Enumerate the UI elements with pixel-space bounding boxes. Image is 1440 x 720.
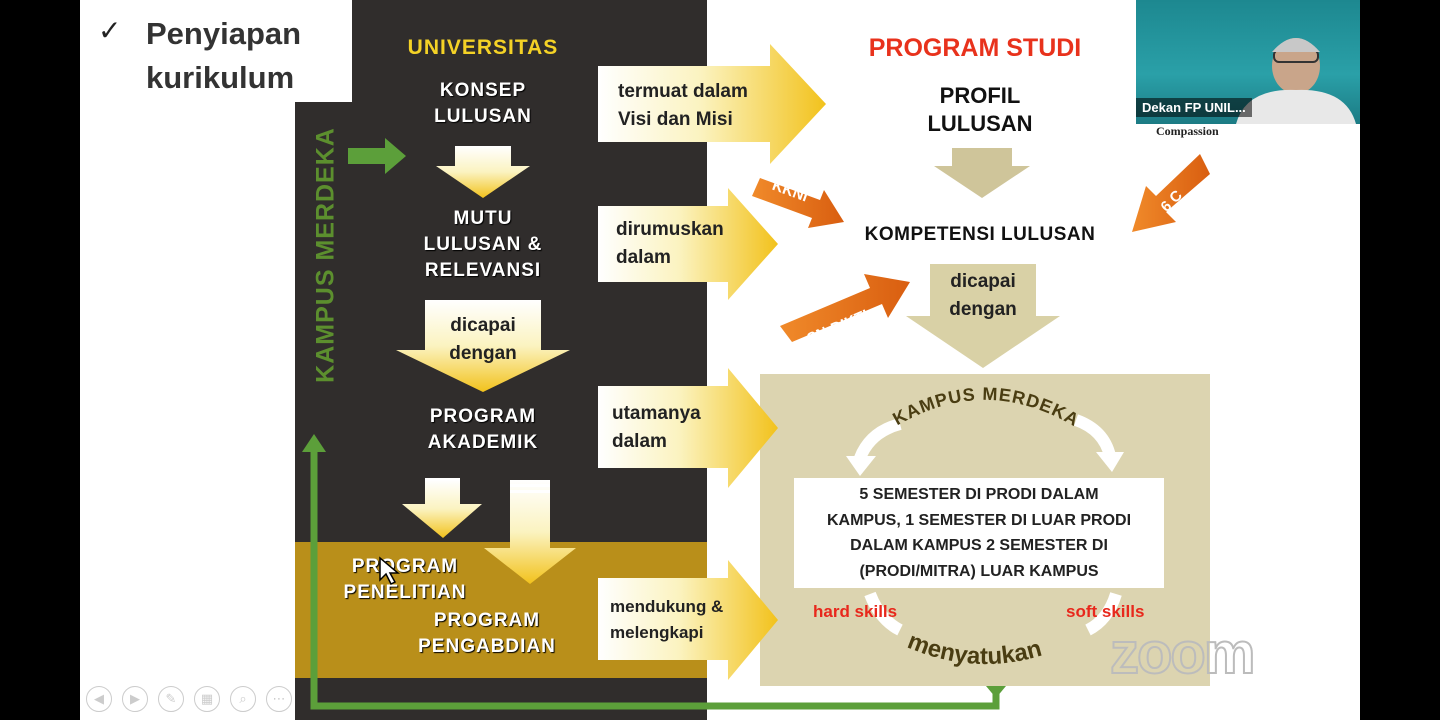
title-line-2: kurikulum [146,60,295,95]
more-options-icon[interactable]: ⋯ [266,686,292,712]
dicapai-univ-label: dicapai dengan [449,315,517,364]
participant-name: Dekan FP UNIL... [1136,98,1252,117]
utamanya-label: utamanya dalam [612,403,701,452]
six-c-arrow [1132,154,1210,232]
next-slide-icon[interactable]: ▶ [122,686,148,712]
slide-title: Penyiapan kurikulum [146,12,301,100]
kompetensi-lulusan: KOMPETENSI LULUSAN [864,224,1096,245]
konsep-lulusan: KONSEP LULUSAN [434,80,532,127]
termuat-label: termuat dalam Visi dan Misi [618,81,748,130]
title-box: ✓ Penyiapan kurikulum [80,0,352,102]
dirumuskan-label: dirumuskan dalam [616,219,724,268]
down-arrow-prodi-2 [906,264,1060,368]
hard-skills-label: hard skills [813,602,898,621]
green-arrow-in [348,138,406,174]
sn-dikti-arrow [780,274,910,342]
arrow-dirumuskan [598,188,778,300]
participant-avatar [1236,38,1356,124]
mendukung-label: mendukung & melengkapi [610,597,724,642]
soft-skills-label: soft skills [1066,602,1145,621]
semester-description: 5 SEMESTER DI PRODI DALAM KAMPUS, 1 SEME… [794,478,1164,588]
diagram-graphics: KAMPUS MERDEKA menyatukan KKNI SN-DIKTI … [302,44,1210,710]
down-arrow-1 [436,146,530,198]
down-arrow-prodi-1 [934,148,1030,198]
mouse-cursor-icon [379,556,400,586]
profil-lulusan: PROFIL LULUSAN [927,83,1033,136]
previous-slide-icon[interactable]: ◀ [86,686,112,712]
circle-arrow-right [1073,414,1116,458]
arrow-utamanya [598,368,778,488]
down-arrow-4 [484,480,576,584]
down-arrow-2 [396,300,570,392]
circle-arrow-bottom-left [864,591,903,636]
program-akademik: PROGRAM AKADEMIK [427,406,539,453]
program-studi-heading: PROGRAM STUDI [868,34,1082,62]
program-pengabdian: PROGRAM PENGABDIAN [418,610,556,657]
pen-icon[interactable]: ✎ [158,686,184,712]
zoom-watermark: zoom [1109,620,1256,687]
menyatukan-arc-text: menyatukan [904,627,1045,670]
zoom-in-icon[interactable]: ⌕ [230,686,256,712]
participant-video[interactable]: Dekan FP UNIL... [1136,0,1360,124]
arrow-termuat [598,44,826,164]
universitas-heading: UNIVERSITAS [407,36,559,59]
program-penelitian: PROGRAM PENELITIAN [343,556,467,603]
checkmark-icon: ✓ [98,14,122,47]
video-caption: Compassion [1156,124,1219,138]
circle-arrow-bottom-right [1085,592,1122,636]
down-arrow-3 [402,480,482,538]
slides-grid-icon[interactable]: ▦ [194,686,220,712]
kampus-merdeka-arc-text: KAMPUS MERDEKA [889,384,1082,430]
arrow-mendukung [598,560,778,680]
title-line-1: Penyiapan [146,16,302,51]
kkni-arrow [752,178,844,228]
circle-arrow-left [854,418,902,461]
mutu-lulusan: MUTU LULUSAN & RELEVANSI [423,208,543,281]
dicapai-prodi-label: dicapai dengan [949,271,1017,320]
